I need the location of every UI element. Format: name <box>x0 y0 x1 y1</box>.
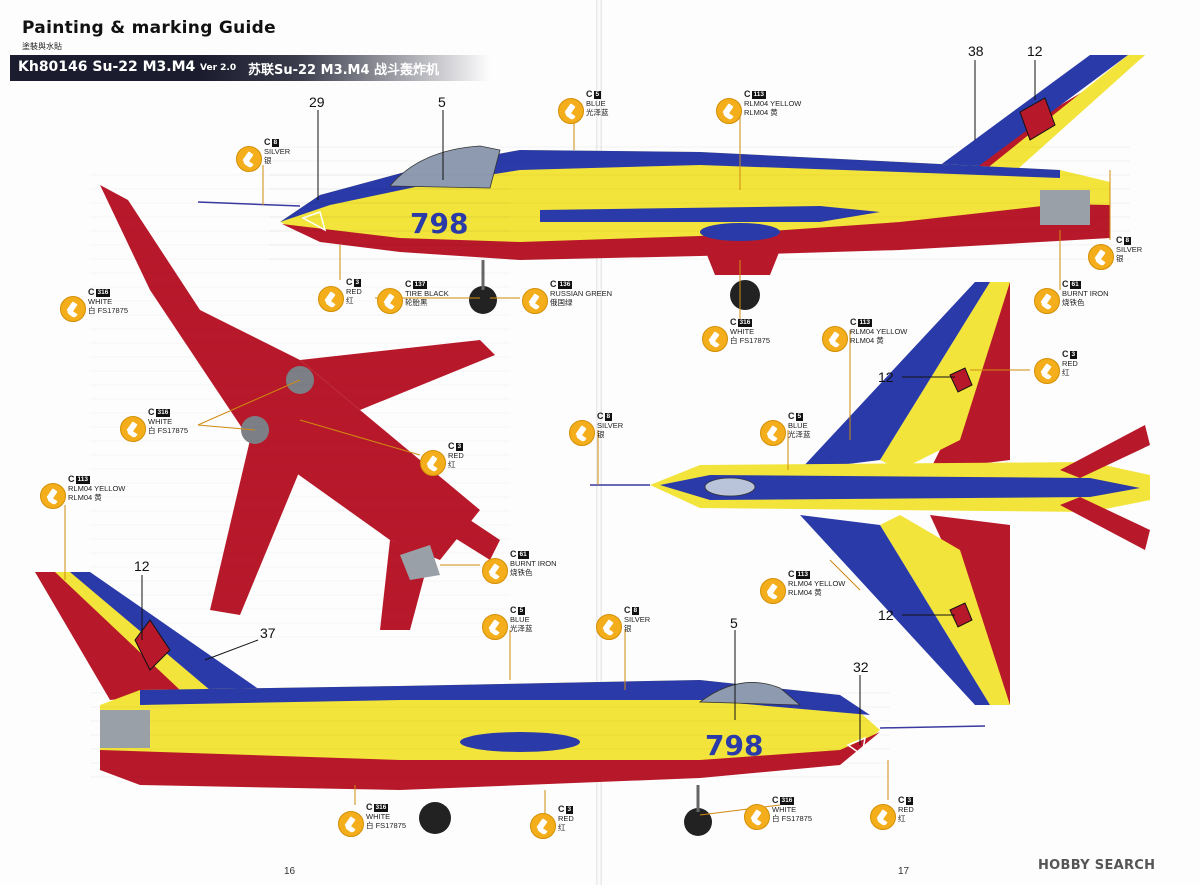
decal-marker: 5 <box>730 615 738 631</box>
guide-subtitle: 塗裝與水貼 <box>22 42 62 51</box>
product-name-cn: 苏联Su-22 M3.M4 战斗轰炸机 <box>248 63 440 78</box>
paint-brush-icon <box>318 286 344 312</box>
paint-brush-icon <box>744 804 770 830</box>
roundel-wing-lower <box>949 602 973 628</box>
paint-brush-icon <box>377 288 403 314</box>
top-wing-upper-yellow <box>880 282 1010 470</box>
decal-marker: 37 <box>260 625 276 641</box>
paint-brush-icon <box>870 804 896 830</box>
paint-brush-icon <box>822 326 848 352</box>
product-version: Ver 2.0 <box>200 63 237 73</box>
wing-glove <box>540 206 880 222</box>
paint-brush-icon <box>482 558 508 584</box>
roundel-wing-upper <box>949 367 973 393</box>
top-canopy <box>704 477 756 497</box>
main-gear-door <box>705 250 780 275</box>
exhaust-nozzle <box>1040 190 1090 225</box>
top-stab-upper <box>1060 425 1150 478</box>
decal-marker: 38 <box>968 43 984 59</box>
roundel-tail <box>1019 97 1056 141</box>
paint-brush-icon <box>338 811 364 837</box>
paint-brush-icon <box>716 98 742 124</box>
paint-brush-icon <box>760 420 786 446</box>
product-banner: Kh80146 Su-22 M3.M4 Ver 2.0 苏联Su-22 M3.M… <box>10 55 490 81</box>
drop-tank-2 <box>460 732 580 752</box>
paint-brush-icon <box>482 614 508 640</box>
top-wing-upper-blue <box>800 282 990 470</box>
decal-marker: 12 <box>878 607 894 623</box>
guide-title: Painting & marking Guide <box>22 18 276 38</box>
paint-brush-icon <box>596 614 622 640</box>
watermark: HOBBY SEARCH <box>1038 858 1156 873</box>
main-wheel-2 <box>419 802 451 834</box>
underside-nozzle <box>400 545 440 580</box>
serial-side-2: 798 <box>705 729 763 762</box>
paint-brush-icon <box>236 146 262 172</box>
paint-brush-icon <box>420 450 446 476</box>
paint-brush-icon <box>40 483 66 509</box>
page-number-right: 17 <box>898 866 910 877</box>
underside-view <box>90 170 510 640</box>
top-stab-lower <box>1060 497 1150 550</box>
top-wing-lower-yellow <box>880 515 1010 705</box>
decal-marker: 5 <box>438 94 446 110</box>
exhaust-nozzle-2 <box>100 710 150 748</box>
nose-wheel-2 <box>684 808 712 836</box>
paint-brush-icon <box>702 326 728 352</box>
paint-brush-icon <box>522 288 548 314</box>
product-code: Kh80146 Su-22 M3.M4 <box>18 59 196 75</box>
drop-tank <box>700 223 780 241</box>
paint-brush-icon <box>530 813 556 839</box>
decal-marker: 12 <box>134 558 150 574</box>
top-fuselage-blue <box>660 475 1140 500</box>
paint-brush-icon <box>760 578 786 604</box>
marker-lines <box>141 60 1036 745</box>
decal-marker: 12 <box>878 369 894 385</box>
decal-marker: 12 <box>1027 43 1043 59</box>
paint-brush-icon <box>1034 358 1060 384</box>
decal-marker: 29 <box>309 94 325 110</box>
roundel-tail-2 <box>134 619 171 671</box>
main-wheel <box>730 280 760 310</box>
decal-marker: 32 <box>853 659 869 675</box>
cockpit-canopy-2 <box>698 682 802 706</box>
paint-brush-icon <box>120 416 146 442</box>
paint-brush-icon <box>569 420 595 446</box>
paint-brush-icon <box>60 296 86 322</box>
page-number-left: 16 <box>284 866 296 877</box>
paint-brush-icon <box>558 98 584 124</box>
page-gutter <box>596 0 602 885</box>
paint-brush-icon <box>1088 244 1114 270</box>
top-view <box>590 282 1150 705</box>
side-view-right: 798 <box>35 572 986 836</box>
top-wing-lower-blue <box>800 515 990 705</box>
paint-brush-icon <box>1034 288 1060 314</box>
